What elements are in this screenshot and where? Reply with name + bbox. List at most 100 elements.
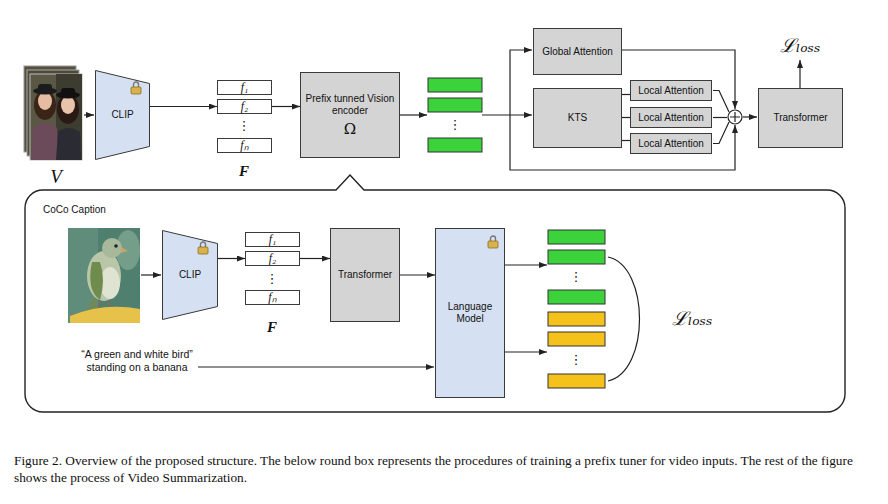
token-bars xyxy=(548,290,605,304)
flow-arrow xyxy=(504,351,547,352)
connector-arrow xyxy=(622,140,630,141)
attention-box: Local Attention xyxy=(630,80,712,101)
node-label: f₁ xyxy=(269,233,277,246)
trapezoid-outline xyxy=(163,231,218,320)
bird-photo xyxy=(87,251,121,301)
sum-symbol xyxy=(730,112,740,122)
node-label: Prefix tunned Vision encoder xyxy=(305,93,395,117)
flow-arrow xyxy=(799,60,800,88)
attention-box: Local Attention xyxy=(630,133,712,154)
feature-box: f₁ xyxy=(245,232,300,247)
bird-photo xyxy=(102,238,122,258)
sum-symbol xyxy=(728,110,742,124)
ellipsis-mark: ⋮ xyxy=(449,118,462,132)
feature-bars xyxy=(428,78,482,152)
video-frames xyxy=(33,88,57,95)
connector-arrow xyxy=(218,258,245,259)
lock-icon xyxy=(491,236,496,241)
flow-arrow xyxy=(622,50,735,109)
feature-symbol: F xyxy=(267,319,277,335)
sum-symbol xyxy=(728,110,742,124)
lock-icon xyxy=(488,236,498,248)
token-bars xyxy=(548,230,605,244)
attention-box: Local Attention xyxy=(630,107,712,128)
video-frames xyxy=(56,92,80,99)
flow-arrow xyxy=(399,114,427,115)
video-frames xyxy=(30,74,82,160)
node-label: Global Attention xyxy=(542,46,613,58)
feature-bars xyxy=(428,138,482,152)
video-frames xyxy=(56,128,81,160)
video-frames xyxy=(38,92,52,110)
bird-photo xyxy=(90,262,103,300)
process-box: Transformer xyxy=(330,228,400,322)
feature-box: f₂ xyxy=(217,99,272,114)
lock-icon xyxy=(201,242,206,247)
process-box: Transformer xyxy=(758,88,843,148)
loss-symbol: ℒₗₒₛₛ xyxy=(780,34,821,56)
feature-box: fₙ xyxy=(245,290,300,305)
token-bars xyxy=(548,332,605,346)
bird-photo xyxy=(114,244,118,248)
flow-arrow xyxy=(510,50,532,115)
lock-icon xyxy=(198,247,208,254)
node-label: CLIP xyxy=(111,109,133,121)
bird-photo xyxy=(68,228,140,323)
process-box: KTS xyxy=(533,88,622,148)
token-bars xyxy=(548,312,605,326)
encoder-box: Prefix tunned Vision encoderΩ xyxy=(300,72,400,158)
bird-photo xyxy=(70,307,140,323)
flow-arrow xyxy=(482,114,532,115)
node-label: Local Attention xyxy=(638,112,704,124)
token-bars xyxy=(548,250,605,264)
flow-arrow xyxy=(713,117,727,118)
callout-outline xyxy=(25,175,845,412)
connector-arrow xyxy=(150,106,217,107)
connector-arrow xyxy=(272,106,300,107)
node-label: CoCo Caption xyxy=(43,204,106,216)
attention-box: Global Attention xyxy=(533,28,622,75)
bird-photo xyxy=(100,267,120,299)
lock-icon xyxy=(488,241,498,248)
ellipsis-mark: ⋮ xyxy=(266,272,279,286)
loss-symbol: ℒₗₒₛₛ xyxy=(672,307,713,329)
model-box: Language Model xyxy=(435,228,505,398)
trapezoid-outline xyxy=(96,71,150,160)
loss-bracket xyxy=(608,257,640,381)
lock-icon xyxy=(131,87,141,94)
ellipsis-mark: ⋮ xyxy=(238,119,251,133)
flow-arrow xyxy=(743,116,757,117)
encoder-trapezoid: CLIP xyxy=(95,70,150,160)
node-label: Transformer xyxy=(338,269,392,281)
feature-bars xyxy=(428,98,482,112)
group-box: CoCo CaptionCLIPf₁f₂fₙTransformerLanguag… xyxy=(25,190,845,412)
video-frames xyxy=(24,66,82,160)
node-label: CLIP xyxy=(179,269,201,281)
node-label: Local Attention xyxy=(638,85,704,97)
loss-bracket xyxy=(608,257,640,381)
lock-icon xyxy=(134,82,139,87)
connector-arrow xyxy=(622,117,630,118)
flow-arrow xyxy=(84,114,94,115)
feature-box: f₁ xyxy=(217,80,272,95)
connector-arrow xyxy=(300,258,330,259)
ellipsis-mark: ⋮ xyxy=(570,353,583,367)
node-label: f₁ xyxy=(241,81,249,94)
lock-icon xyxy=(131,82,141,94)
flow-arrow xyxy=(198,366,434,367)
flow-arrow xyxy=(84,50,800,170)
lock-icon xyxy=(198,242,208,254)
video-frames xyxy=(31,123,59,160)
flow-arrow xyxy=(713,91,729,113)
node-label: fₙ xyxy=(268,291,276,304)
ellipsis-mark: ⋮ xyxy=(570,270,583,284)
node-label: Ω xyxy=(344,120,356,138)
figure-caption: Figure 2. Overview of the proposed struc… xyxy=(14,452,876,486)
bird-photo xyxy=(68,228,140,323)
flow-arrow xyxy=(504,264,547,265)
node-label: Language Model xyxy=(440,301,500,325)
node-label: f₂ xyxy=(241,100,249,113)
node-label: Transformer xyxy=(773,112,827,124)
video-frames xyxy=(56,74,82,160)
feature-bars xyxy=(428,78,482,92)
